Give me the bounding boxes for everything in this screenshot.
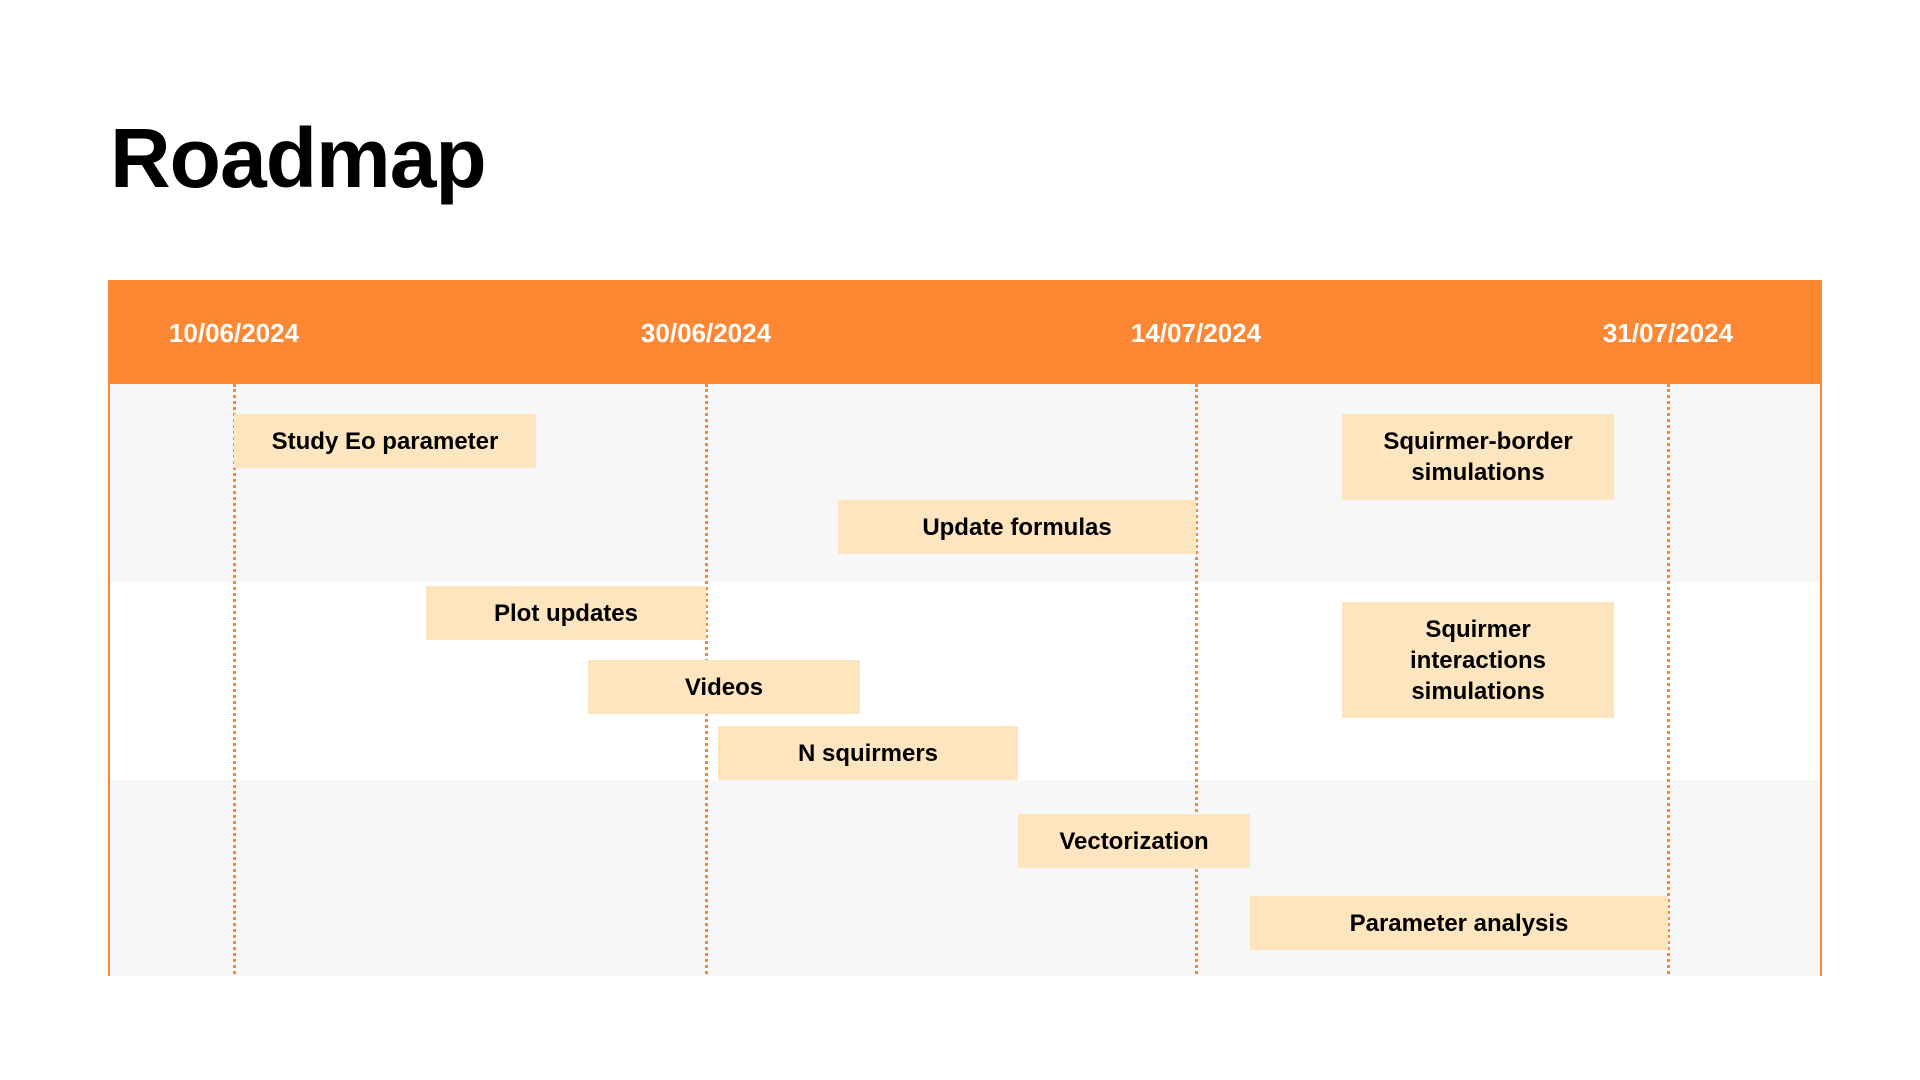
- date-label: 30/06/2024: [640, 318, 772, 348]
- date-label: 14/07/2024: [1130, 318, 1262, 348]
- timeline-header: 10/06/2024 30/06/2024 14/07/2024 31/07/2…: [110, 282, 1820, 384]
- task-vectorization[interactable]: Vectorization: [1018, 814, 1250, 868]
- task-parameter-analysis[interactable]: Parameter analysis: [1250, 896, 1668, 950]
- date-marker-line: [1195, 384, 1198, 974]
- date-label: 31/07/2024: [1602, 318, 1734, 348]
- date-label: 10/06/2024: [168, 318, 300, 348]
- date-marker-line: [233, 384, 236, 974]
- page-title: Roadmap: [110, 111, 487, 205]
- task-squirmer-interactions-simulations[interactable]: Squirmer interactions simulations: [1342, 602, 1614, 718]
- task-n-squirmers[interactable]: N squirmers: [718, 726, 1018, 780]
- date-marker-line: [1667, 384, 1670, 974]
- task-squirmer-border-simulations[interactable]: Squirmer-border simulations: [1342, 414, 1614, 500]
- task-plot-updates[interactable]: Plot updates: [426, 586, 706, 640]
- roadmap-timeline: 10/06/2024 30/06/2024 14/07/2024 31/07/2…: [108, 280, 1822, 976]
- task-update-formulas[interactable]: Update formulas: [838, 500, 1196, 554]
- task-videos[interactable]: Videos: [588, 660, 860, 714]
- task-study-eo-parameter[interactable]: Study Eo parameter: [234, 414, 536, 468]
